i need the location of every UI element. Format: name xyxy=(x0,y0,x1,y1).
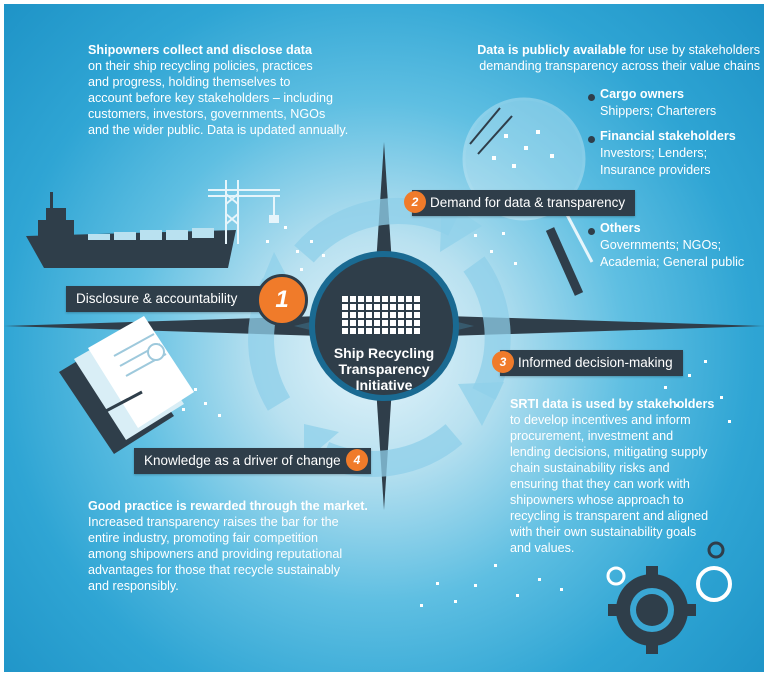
right-line8: with their own sustainability goals xyxy=(510,525,697,539)
stakeholder-line: Investors; Lenders; xyxy=(600,146,708,160)
step-1-label: Disclosure & accountability xyxy=(66,286,278,312)
gears-icon xyxy=(606,541,732,654)
stakeholder-line: Insurance providers xyxy=(600,163,711,177)
bottom-left-line3: among shipowners and providing reputatio… xyxy=(88,547,343,561)
top-left-line3: account before key stakeholders – includ… xyxy=(88,91,334,105)
stakeholder-line: Governments; NGOs; xyxy=(600,238,722,252)
step-1-number: 1 xyxy=(256,274,308,326)
top-right-text: Data is publicly available for use by st… xyxy=(460,42,760,74)
top-left-heading: Shipowners collect and disclose data xyxy=(88,43,312,57)
right-line2: procurement, investment and xyxy=(510,429,674,443)
right-heading: SRTI data is used by stakeholders xyxy=(510,397,715,411)
bullet-others xyxy=(588,228,595,235)
step-3-label: Informed decision-making xyxy=(500,350,683,376)
stakeholder-others: Others Governments; NGOs; Academia; Gene… xyxy=(600,220,744,271)
top-left-text: Shipowners collect and disclose data on … xyxy=(88,42,418,138)
step-2-number: 2 xyxy=(404,191,426,213)
stakeholder-title: Others xyxy=(600,221,641,235)
bottom-left-text: Good practice is rewarded through the ma… xyxy=(88,498,418,594)
documents-pen-icon xyxy=(59,316,194,454)
right-line6: shipowners whose approach to xyxy=(510,493,684,507)
center-title-line1: Ship Recycling xyxy=(333,345,435,361)
stakeholder-title: Financial stakeholders xyxy=(600,129,736,143)
top-left-line5: and the wider public. Data is updated an… xyxy=(88,123,349,137)
step-3-number: 3 xyxy=(492,351,514,373)
right-line5: ensuring that they can work with xyxy=(510,477,690,491)
bottom-left-line4: advantages for those that recycle sustai… xyxy=(88,563,341,577)
stakeholder-cargo-owners: Cargo owners Shippers; Charterers xyxy=(600,86,716,120)
right-text: SRTI data is used by stakeholders to dev… xyxy=(510,396,750,556)
top-right-line2: demanding transparency across their valu… xyxy=(479,59,760,73)
top-left-line1: on their ship recycling policies, practi… xyxy=(88,59,313,73)
step-4-number: 4 xyxy=(346,449,368,471)
shipyard-crane-icon xyxy=(208,180,280,244)
bottom-left-line2: entire industry, promoting fair competit… xyxy=(88,531,319,545)
scatter-dots xyxy=(182,130,731,607)
magnifying-glass-icon xyxy=(462,97,594,296)
stakeholder-title: Cargo owners xyxy=(600,87,684,101)
right-line3: lending decisions, mitigating supply xyxy=(510,445,708,459)
stakeholder-line: Academia; General public xyxy=(600,255,745,269)
top-left-line4: customers, investors, governments, NGOs xyxy=(88,107,326,121)
top-right-line1: for use by stakeholders xyxy=(626,43,760,57)
bullet-cargo-owners xyxy=(588,94,595,101)
step-4-label: Knowledge as a driver of change xyxy=(134,448,371,474)
center-title: Ship Recycling Transparency Initiative xyxy=(319,345,449,393)
bottom-left-heading: Good practice is rewarded through the ma… xyxy=(88,499,368,513)
right-line7: recycling is transparent and aligned xyxy=(510,509,709,523)
infographic-canvas: Ship Recycling Transparency Initiative S… xyxy=(4,4,764,672)
bullet-financial xyxy=(588,136,595,143)
center-title-line2: Transparency xyxy=(338,361,430,377)
stakeholder-line: Shippers; Charterers xyxy=(600,104,717,118)
cargo-ship-icon xyxy=(26,192,236,268)
top-left-line2: and progress, holding themselves to xyxy=(88,75,291,89)
right-line4: chain sustainability risks and xyxy=(510,461,670,475)
stakeholder-financial: Financial stakeholders Investors; Lender… xyxy=(600,128,736,179)
bottom-left-line1: Increased transparency raises the bar fo… xyxy=(88,515,339,529)
step-2-label: Demand for data & transparency xyxy=(412,190,636,216)
center-title-line3: Initiative xyxy=(355,377,413,393)
right-line9: and values. xyxy=(510,541,575,555)
right-line1: to develop incentives and inform xyxy=(510,413,691,427)
top-right-heading: Data is publicly available xyxy=(477,43,627,57)
bottom-left-line5: and responsibly. xyxy=(88,579,179,593)
